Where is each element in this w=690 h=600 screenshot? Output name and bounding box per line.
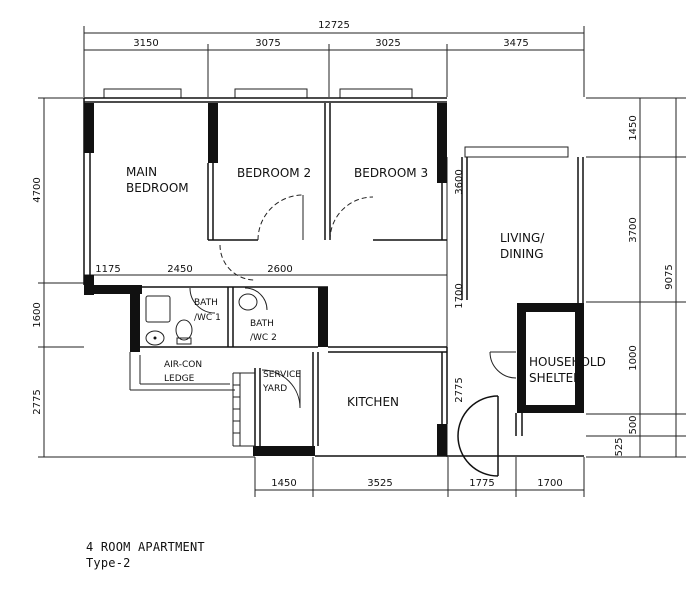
dim-interior-3: 2600 [267, 264, 292, 275]
dim-right-outer: 9075 [664, 264, 675, 289]
dim-bottom-1: 1450 [271, 478, 296, 489]
dim-left-2: 1600 [32, 302, 43, 327]
aircon-label-1: AIR-CON [164, 360, 202, 370]
main-bedroom-label-1: MAIN [126, 165, 157, 179]
shower-tray [145, 295, 171, 323]
dim-top-3: 3025 [375, 38, 400, 49]
doors [189, 194, 517, 477]
dim-interior-5: 1700 [454, 283, 465, 308]
dim-right-3: 1000 [628, 345, 639, 370]
dim-bottom-2: 3525 [367, 478, 392, 489]
household-shelter-label-2: SHELTER [529, 371, 582, 385]
dim-interior-1: 1175 [95, 264, 120, 275]
dim-left-3: 2775 [32, 389, 43, 414]
dim-right-1: 1450 [628, 115, 639, 140]
dim-bottom-4: 1700 [537, 478, 562, 489]
bath1-label-2: /WC 1 [194, 313, 221, 323]
dim-right-4: 500 [628, 415, 639, 434]
dim-top-2: 3075 [255, 38, 280, 49]
plan-subtitle: Type-2 [86, 556, 131, 570]
toilet-2-icon [238, 293, 258, 311]
dim-right-2: 3700 [628, 217, 639, 242]
main-bedroom-label-2: BEDROOM [126, 181, 189, 195]
room-labels: MAIN BEDROOM BEDROOM 2 BEDROOM 3 LIVING/… [126, 165, 606, 409]
dim-interior-4: 3600 [454, 169, 465, 194]
aircon-label-2: LEDGE [164, 374, 195, 384]
service-yard-railing [233, 384, 240, 434]
bath1-label-1: BATH [194, 298, 218, 308]
dim-top-total: 12725 [318, 20, 350, 31]
dimension-lines [38, 26, 686, 497]
floor-plan: MAIN BEDROOM BEDROOM 2 BEDROOM 3 LIVING/… [32, 20, 686, 497]
fixtures [145, 293, 258, 346]
plan-title: 4 ROOM APARTMENT [86, 540, 205, 554]
sink-icon [145, 330, 165, 346]
service-yard-label-2: YARD [262, 384, 287, 394]
kitchen-label: KITCHEN [347, 395, 399, 409]
dim-right-5: 525 [614, 437, 625, 456]
dim-interior-2: 2450 [167, 264, 192, 275]
service-yard-label-1: SERVICE [263, 370, 301, 380]
bedroom-3-label: BEDROOM 3 [354, 166, 428, 180]
bath2-label-2: /WC 2 [250, 333, 277, 343]
living-label-2: DINING [500, 247, 544, 261]
bath2-label-1: BATH [250, 319, 274, 329]
bedroom-2-label: BEDROOM 2 [237, 166, 311, 180]
dim-interior-6: 2775 [454, 377, 465, 402]
toilet-icon [175, 319, 193, 345]
dim-bottom-3: 1775 [469, 478, 494, 489]
dim-top-1: 3150 [133, 38, 158, 49]
living-label-1: LIVING/ [500, 231, 545, 245]
dim-top-4: 3475 [503, 38, 528, 49]
household-shelter-label-1: HOUSEHOLD [529, 355, 606, 369]
walls [83, 97, 584, 457]
dimension-labels: 12725 3150 3075 3025 3475 4700 1600 2775… [32, 20, 675, 489]
windows [103, 88, 569, 158]
dim-left-1: 4700 [32, 177, 43, 202]
